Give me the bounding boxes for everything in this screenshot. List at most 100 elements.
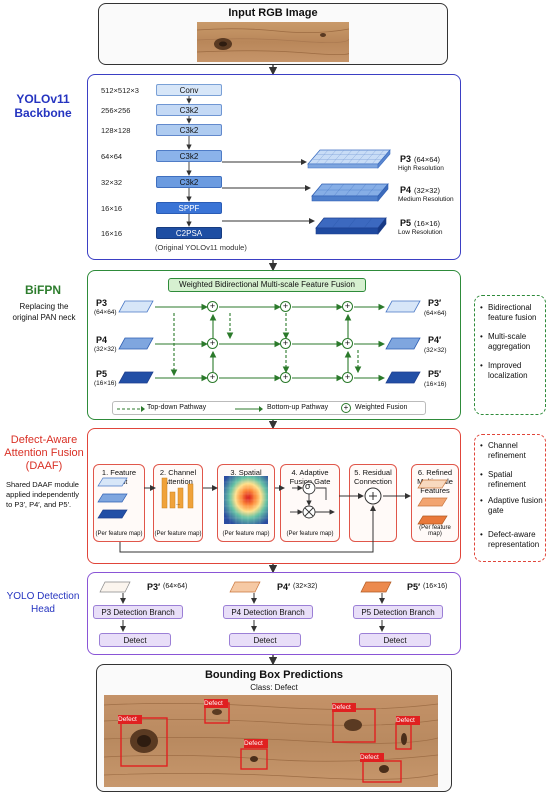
daaf-notes	[474, 434, 546, 562]
bifpn-input-name: P5	[96, 369, 108, 379]
backbone-output-desc: High Resolution	[398, 165, 444, 172]
bifpn-panel	[87, 270, 461, 420]
bifpn-label: BiFPN	[25, 283, 61, 297]
defect-tag: Defect	[332, 704, 351, 711]
bifpn-output-name: P5′	[428, 369, 442, 379]
backbone-resolution-label: 16×16	[101, 229, 123, 238]
head-detect-box: Detect	[99, 633, 171, 647]
fusion-node: +	[342, 338, 353, 349]
head-label: YOLO Detection Head	[6, 591, 80, 615]
backbone-output-size: (16×16)	[414, 219, 441, 228]
bifpn-note: Improved localization	[480, 361, 544, 381]
daaf-card-title: 5. Residual Connection	[354, 468, 392, 486]
bifpn-output-size: (16×16)	[424, 381, 447, 388]
svg-text:··: ··	[176, 502, 180, 508]
daaf-card-foot: (Per feature map)	[286, 531, 334, 537]
defect-tag: Defect	[118, 716, 137, 723]
head-branch-box: P4 Detection Branch	[223, 605, 313, 619]
bifpn-note: Multi-scale aggregation	[480, 332, 544, 352]
sigma-symbol: σ	[305, 481, 311, 491]
legend-bottomup: Bottom-up Pathway	[267, 404, 329, 411]
predictions-title: Bounding Box Predictions	[204, 669, 344, 681]
head-branch-size: (16×16)	[423, 583, 448, 590]
p4-feature-map	[311, 183, 389, 202]
defect-tag: Defect	[396, 717, 415, 724]
daaf-note: Channel refinement	[480, 441, 544, 461]
daaf-panel	[87, 428, 461, 564]
bifpn-output-size: (32×32)	[424, 347, 447, 354]
daaf-card: 2. Channel Attention (Per feature map)	[153, 464, 203, 542]
fusion-node: +	[342, 301, 353, 312]
backbone-layer: C2PSA	[156, 227, 222, 239]
backbone-output-name: P5	[400, 218, 412, 228]
p5-feature-map	[315, 217, 387, 235]
legend-topdown: Top-down Pathway	[147, 404, 207, 411]
backbone-resolution-label: 512×512×3	[101, 86, 139, 95]
fusion-node: +	[342, 372, 353, 383]
backbone-output-name: P4	[400, 185, 412, 195]
fusion-node: +	[207, 301, 218, 312]
daaf-card-foot: (Per feature map)	[154, 531, 202, 537]
p3-feature-map	[307, 149, 391, 169]
backbone-layer: C3k2	[156, 176, 222, 188]
head-branch-name: P5′	[407, 582, 421, 592]
backbone-output-desc: Low Resolution	[398, 229, 443, 236]
backbone-resolution-label: 32×32	[101, 178, 123, 187]
daaf-card-title: 2. Channel Attention	[159, 468, 197, 486]
daaf-card-title: 4. Adaptive Fusion Gate	[289, 468, 331, 486]
bifpn-input-name: P3	[96, 298, 108, 308]
bifpn-sublabel: Replacing the original PAN neck	[12, 302, 76, 322]
head-branch-box: P5 Detection Branch	[353, 605, 443, 619]
head-branch-name: P3′	[147, 582, 161, 592]
daaf-card-foot: (Per feature map)	[95, 531, 143, 537]
backbone-output-name: P3	[400, 154, 412, 164]
backbone-feature-maps	[307, 149, 391, 235]
fusion-node: +	[280, 301, 291, 312]
backbone-output-desc: Medium Resolution	[398, 196, 454, 203]
head-branch-box: P3 Detection Branch	[93, 605, 183, 619]
daaf-sublabel: Shared DAAF module applied independently…	[6, 480, 79, 509]
backbone-resolution-label: 256×256	[101, 106, 131, 115]
bifpn-output-size: (64×64)	[424, 310, 447, 317]
daaf-note: Spatial refinement	[480, 470, 544, 490]
fusion-node: +	[207, 338, 218, 349]
bifpn-legend: Top-down Pathway Bottom-up Pathway + Wei…	[112, 401, 426, 415]
head-branch-size: (32×32)	[293, 583, 318, 590]
daaf-card-foot: (Per feature map)	[222, 531, 270, 537]
predictions-image	[104, 695, 438, 787]
head-detect-box: Detect	[229, 633, 301, 647]
fusion-node: +	[207, 372, 218, 383]
bifpn-output-name: P3′	[428, 298, 442, 308]
bifpn-input-name: P4	[96, 335, 108, 345]
head-detect-box: Detect	[359, 633, 431, 647]
input-wood-image	[197, 22, 349, 62]
bifpn-header: Weighted Bidirectional Multi-scale Featu…	[168, 278, 366, 292]
bifpn-input-size: (64×64)	[94, 309, 117, 316]
input-title: Input RGB Image	[228, 7, 318, 19]
defect-tag: Defect	[204, 700, 223, 707]
daaf-note: Defect-aware representation	[480, 530, 544, 550]
head-branch-name: P4′	[277, 582, 291, 592]
backbone-note: (Original YOLOv11 module)	[155, 243, 247, 252]
fusion-node: +	[280, 372, 291, 383]
backbone-output-size: (64×64)	[414, 155, 441, 164]
daaf-note: Adaptive fusion gate	[480, 496, 544, 516]
legend-fusion: Weighted Fusion	[355, 404, 408, 411]
backbone-output-size: (32×32)	[414, 186, 441, 195]
head-panel	[87, 572, 461, 655]
backbone-layer: C3k2	[156, 124, 222, 136]
legend-fusion-icon: +	[341, 403, 351, 413]
daaf-label: Defect-Aware Attention Fusion (DAAF)	[4, 434, 84, 472]
defect-tag: Defect	[360, 754, 379, 761]
backbone-layer: C3k2	[156, 150, 222, 162]
backbone-resolution-label: 64×64	[101, 152, 123, 161]
bifpn-output-name: P4′	[428, 335, 442, 345]
backbone-panel	[87, 74, 461, 260]
input-panel: Input RGB Image	[98, 3, 448, 65]
bifpn-input-size: (16×16)	[94, 380, 117, 387]
